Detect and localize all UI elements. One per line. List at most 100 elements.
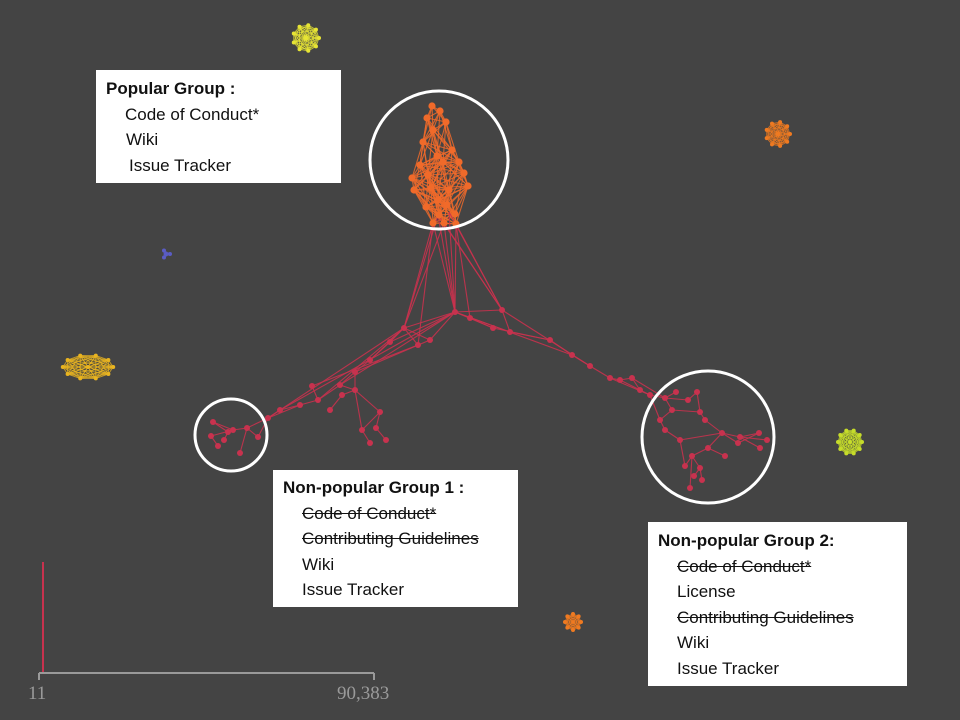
popular-cluster-edge (419, 164, 450, 191)
main-network-edge (389, 311, 456, 343)
lime-cluster-edge (840, 441, 851, 450)
main-network-edge (403, 222, 445, 329)
gold-cluster-node (86, 365, 90, 369)
main-network-node (387, 339, 393, 345)
popular-cluster-edge (430, 161, 460, 189)
gold-cluster-edge (62, 366, 96, 379)
lime-cluster-node (836, 440, 840, 444)
gold-cluster-edge (87, 366, 109, 375)
main-network-edge (589, 365, 611, 379)
main-network-edge (664, 429, 681, 441)
popular-cluster-node (442, 118, 450, 126)
popular-cluster-node (436, 107, 444, 115)
main-network-node (757, 445, 763, 451)
small-orange-cluster-node (576, 625, 581, 630)
small-orange-cluster-node (571, 612, 575, 616)
main-network-node (689, 453, 695, 459)
orange-cluster-node (776, 132, 780, 136)
main-network-edge (631, 377, 666, 399)
main-network-edge (454, 309, 503, 313)
gold-cluster-edge (87, 366, 97, 379)
blue-cluster-node (162, 255, 166, 260)
main-network-edge (704, 419, 723, 434)
popular-cluster-edge (411, 155, 438, 179)
yellow-cluster-edge (305, 29, 317, 39)
main-network-node (697, 465, 703, 471)
np1-item-issue-tracker: Issue Tracker (302, 580, 405, 599)
gold-cluster-edge (87, 359, 109, 368)
main-network-node (687, 485, 693, 491)
popular-cluster-node (419, 138, 427, 146)
lime-cluster-node (860, 440, 864, 444)
main-network-edge (311, 344, 419, 387)
popular-cluster-edge (427, 174, 456, 215)
yellow-cluster-edge (293, 37, 307, 43)
popular-cluster-node (460, 169, 468, 177)
popular-cluster-edge (426, 117, 453, 151)
small-orange-cluster-node (565, 625, 570, 630)
lime-cluster-node (851, 428, 856, 433)
orange-cluster-edge (766, 133, 779, 139)
popular-cluster-edge (455, 185, 469, 225)
main-network-node (507, 329, 513, 335)
gold-cluster-edge (87, 355, 97, 368)
popular-cluster-edge (411, 177, 450, 191)
main-network-edge (403, 327, 431, 341)
yellow-cluster-edge (293, 33, 307, 39)
lime-cluster-node (851, 451, 856, 456)
main-network-node (705, 445, 711, 451)
main-network-edge (649, 394, 661, 421)
main-network-edge (707, 447, 726, 457)
main-network-edge (403, 311, 456, 329)
main-network-edge (417, 222, 434, 346)
blue-cluster-node (168, 252, 172, 256)
yellow-cluster-node (317, 36, 321, 40)
main-network-node (237, 450, 243, 456)
main-network-edge (679, 432, 723, 441)
popular-cluster-edge (432, 129, 438, 157)
main-network-edge (403, 222, 434, 329)
main-network-node (415, 342, 421, 348)
orange-cluster-edge (777, 125, 788, 135)
main-network-node (401, 325, 407, 331)
gold-cluster-node (106, 372, 111, 377)
main-network-edge (721, 432, 741, 438)
popular-cluster-edge (411, 141, 424, 179)
main-network-node (662, 427, 668, 433)
gold-cluster-edge (67, 373, 81, 379)
main-network-edge (664, 397, 689, 401)
small-orange-cluster-node (579, 620, 583, 624)
yellow-cluster-node (291, 40, 296, 45)
small-orange-cluster-edge (572, 616, 580, 631)
np2-item-issue-tracker: Issue Tracker (677, 658, 780, 678)
main-network-node (427, 337, 433, 343)
gold-cluster-node (93, 353, 98, 358)
main-network-node (697, 409, 703, 415)
popular-cluster-node (408, 174, 416, 182)
main-network-node (735, 440, 741, 446)
orange-cluster-node (764, 136, 769, 141)
main-network-node (377, 409, 383, 415)
main-network-node (221, 437, 227, 443)
orange-cluster-edge (766, 129, 779, 135)
gold-cluster-node (60, 365, 65, 369)
main-network-node (327, 407, 333, 413)
scale-legend (38, 562, 375, 680)
main-network-node (587, 363, 593, 369)
main-network-edge (739, 436, 761, 449)
main-network-node (215, 443, 221, 449)
main-network-node (490, 325, 496, 331)
popular-group-ring (368, 89, 510, 231)
main-network-node (337, 382, 343, 388)
main-network-node (244, 425, 250, 431)
popular-cluster-edge (432, 199, 439, 224)
popular-cluster-node (416, 161, 424, 169)
gold-cluster-node (93, 376, 98, 381)
gold-cluster-node (111, 365, 116, 369)
popular-item-issue-tracker: Issue Tracker (129, 155, 232, 175)
gold-cluster-edge (79, 355, 89, 368)
main-network-edge (354, 389, 363, 431)
network-nodes (208, 102, 770, 491)
small-orange-cluster-node (565, 614, 570, 619)
